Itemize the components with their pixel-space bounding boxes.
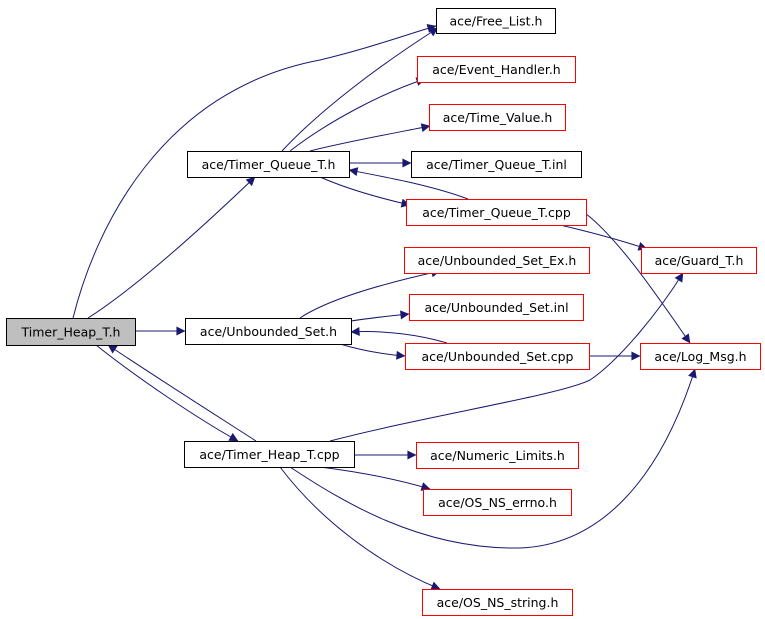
node-box <box>423 489 572 516</box>
node-label: ace/Timer_Queue_T.inl <box>426 157 567 172</box>
edge-timer-queue-t-h-to-timer-queue-t-cpp <box>319 176 411 208</box>
node-timer-heap-t-h: Timer_Heap_T.h <box>6 318 136 346</box>
edge-timer-queue-t-cpp-to-log-msg-h <box>584 212 691 344</box>
node-timer-heap-t-cpp[interactable]: ace/Timer_Heap_T.cpp <box>184 441 355 468</box>
node-label: ace/Unbounded_Set.cpp <box>422 349 574 364</box>
edge-timer-queue-t-h-to-event-handler-h <box>289 77 426 152</box>
node-os-ns-string-h[interactable]: ace/OS_NS_string.h <box>422 589 573 616</box>
node-unbounded-set-cpp[interactable]: ace/Unbounded_Set.cpp <box>405 343 590 370</box>
node-label: ace/Event_Handler.h <box>432 62 560 77</box>
node-box <box>6 318 136 346</box>
edge-timer-queue-t-h-to-time-value-h <box>309 123 431 152</box>
node-unbounded-set-h[interactable]: ace/Unbounded_Set.h <box>185 318 352 345</box>
node-box <box>429 104 566 131</box>
edges-layer <box>72 24 697 590</box>
node-label: Timer_Heap_T.h <box>21 325 121 340</box>
node-label: ace/Unbounded_Set_Ex.h <box>418 253 577 268</box>
node-box <box>641 247 757 274</box>
edge-timer-heap-t-h-to-free-list-h <box>72 24 437 319</box>
edge-timer-heap-t-h-to-timer-heap-t-cpp <box>95 344 239 442</box>
edge-timer-heap-t-cpp-to-log-msg-h <box>289 368 697 549</box>
edge-timer-heap-t-cpp-to-guard-t-h <box>329 272 684 442</box>
edge-timer-queue-t-h-to-free-list-h <box>281 27 439 152</box>
edge-unbounded-set-h-to-unbounded-set-cpp <box>339 343 406 360</box>
node-box <box>405 343 590 370</box>
node-label: ace/Unbounded_Set.inl <box>424 300 568 315</box>
nodes-layer: Timer_Heap_T.h ace/Timer_Queue_T.h ace/Unb… <box>6 8 761 616</box>
edge-timer-heap-t-h-to-timer-queue-t-h <box>87 176 256 319</box>
node-unbounded-set-inl[interactable]: ace/Unbounded_Set.inl <box>409 294 584 321</box>
node-free-list-h[interactable]: ace/Free_List.h <box>436 8 556 34</box>
node-box <box>436 8 556 34</box>
edge-unbounded-set-cpp-to-unbounded-set-h <box>350 327 448 344</box>
node-label: ace/OS_NS_errno.h <box>438 495 557 510</box>
node-log-msg-h[interactable]: ace/Log_Msg.h <box>640 343 761 370</box>
node-box <box>409 294 584 321</box>
node-label: ace/Log_Msg.h <box>654 349 746 364</box>
node-label: ace/Guard_T.h <box>655 253 744 268</box>
node-timer-queue-t-inl[interactable]: ace/Timer_Queue_T.inl <box>411 151 582 178</box>
node-label: ace/Timer_Queue_T.h <box>202 157 336 172</box>
node-label: ace/Timer_Queue_T.cpp <box>422 205 571 220</box>
node-label: ace/Numeric_Limits.h <box>430 448 565 463</box>
node-box <box>417 56 576 83</box>
node-box <box>404 247 590 274</box>
edge-timer-queue-t-cpp-to-guard-t-h <box>559 224 648 251</box>
edge-timer-heap-t-cpp-to-timer-heap-t-h <box>107 344 257 442</box>
edge-timer-queue-t-cpp-to-timer-queue-t-h <box>348 167 469 200</box>
node-guard-t-h[interactable]: ace/Guard_T.h <box>641 247 757 274</box>
node-event-handler-h[interactable]: ace/Event_Handler.h <box>417 56 576 83</box>
node-label: ace/Unbounded_Set.h <box>200 324 337 339</box>
node-label: ace/Time_Value.h <box>443 110 553 125</box>
node-box <box>184 441 355 468</box>
node-box <box>416 442 579 469</box>
node-label: ace/OS_NS_string.h <box>437 595 559 610</box>
node-timer-queue-t-cpp[interactable]: ace/Timer_Queue_T.cpp <box>406 199 587 226</box>
node-box <box>422 589 573 616</box>
edge-unbounded-set-h-to-unbounded-set-inl <box>350 310 410 322</box>
node-timer-queue-t-h[interactable]: ace/Timer_Queue_T.h <box>187 151 350 178</box>
node-numeric-limits-h[interactable]: ace/Numeric_Limits.h <box>416 442 579 469</box>
edge-timer-heap-t-cpp-to-os-ns-errno-h <box>319 466 431 491</box>
node-box <box>187 151 350 178</box>
node-os-ns-errno-h[interactable]: ace/OS_NS_errno.h <box>423 489 572 516</box>
node-box <box>411 151 582 178</box>
edge-timer-heap-t-cpp-to-os-ns-string-h <box>279 466 441 590</box>
node-label: ace/Timer_Heap_T.cpp <box>199 447 339 462</box>
node-box <box>185 318 352 345</box>
node-box <box>640 343 761 370</box>
node-unbounded-set-ex-h[interactable]: ace/Unbounded_Set_Ex.h <box>404 247 590 274</box>
node-box <box>406 199 587 226</box>
edge-unbounded-set-h-to-unbounded-set-ex-h <box>299 268 441 319</box>
node-time-value-h[interactable]: ace/Time_Value.h <box>429 104 566 131</box>
node-label: ace/Free_List.h <box>450 14 543 29</box>
